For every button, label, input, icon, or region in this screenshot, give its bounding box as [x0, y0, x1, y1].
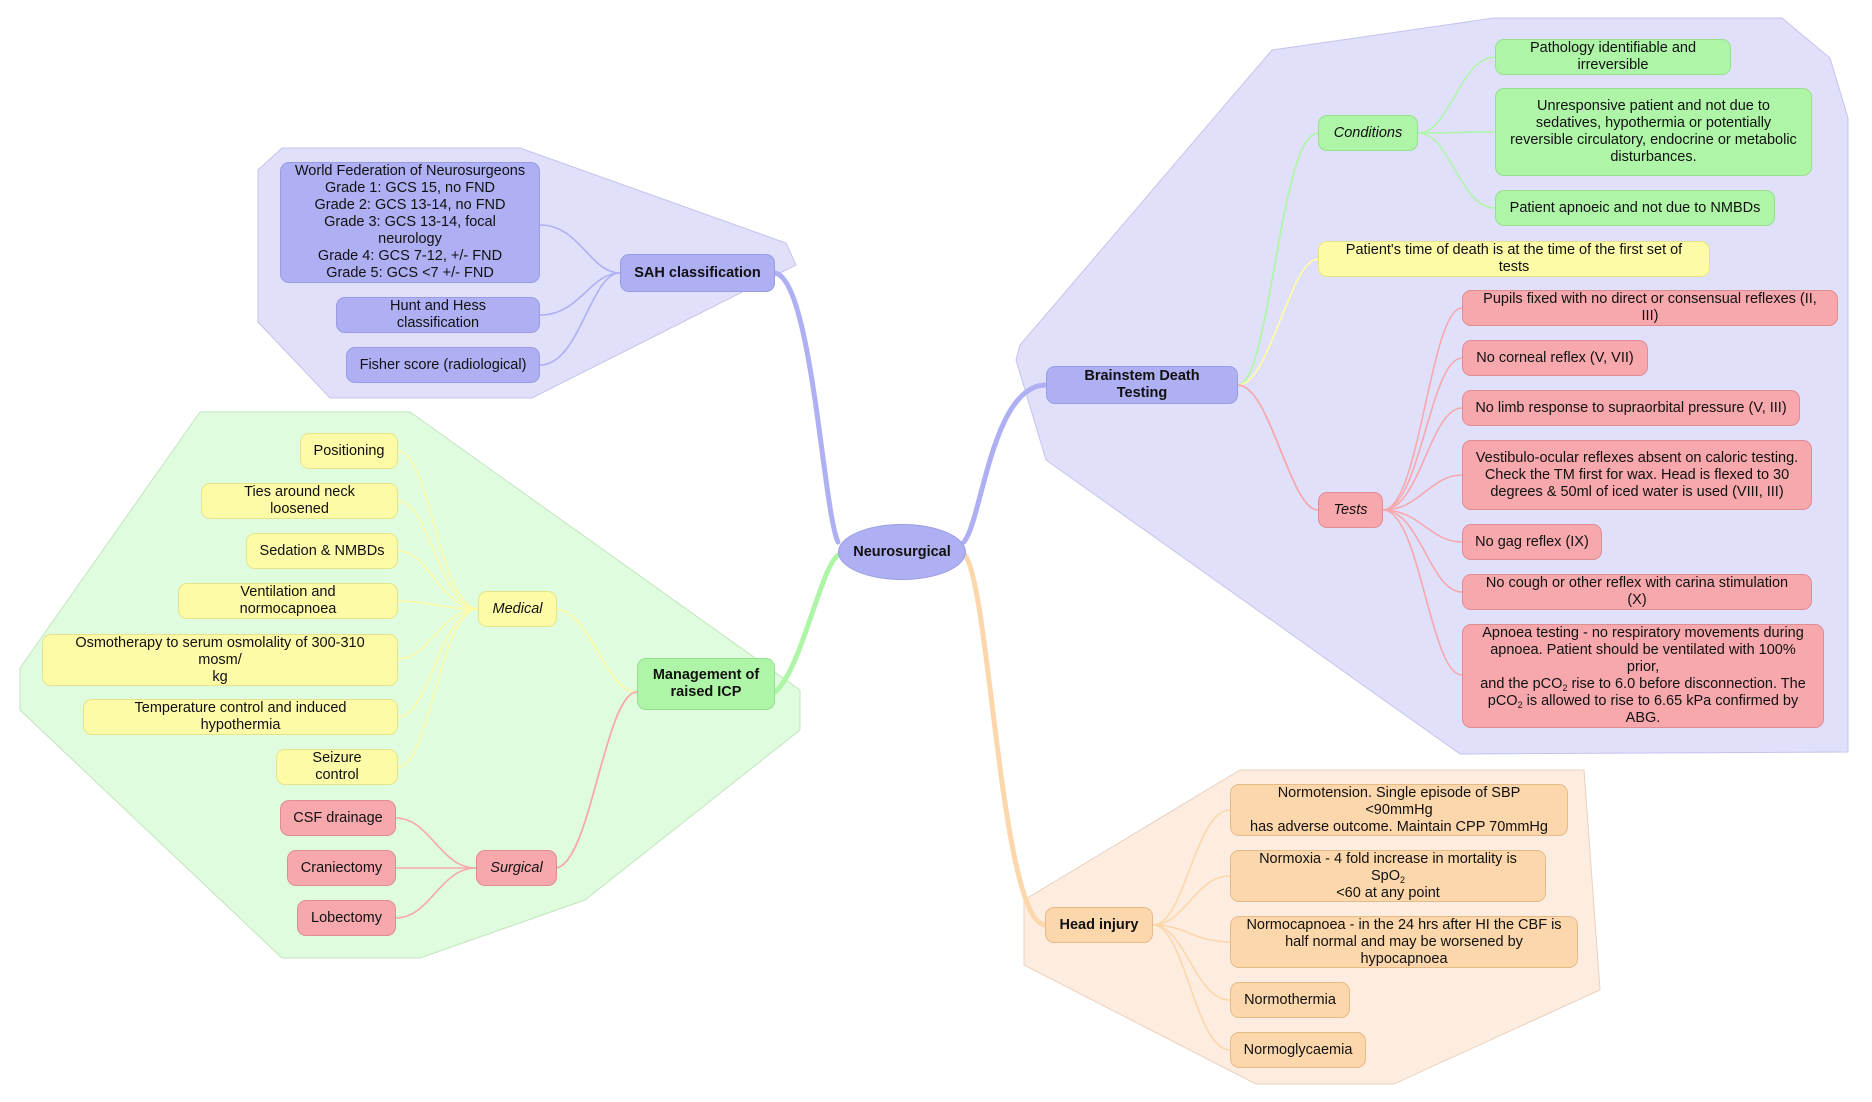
medical-item[interactable]: Ventilation and normocapnoea — [178, 583, 398, 619]
condition-item[interactable]: Unresponsive patient and not due to seda… — [1495, 88, 1812, 176]
condition-item[interactable]: Patient apnoeic and not due to NMBDs — [1495, 190, 1775, 226]
test-item[interactable]: No corneal reflex (V, VII) — [1462, 340, 1648, 376]
normoglycaemia-node[interactable]: Normoglycaemia — [1230, 1032, 1366, 1068]
medical-item[interactable]: Osmotherapy to serum osmolality of 300-3… — [42, 634, 398, 686]
surgical-item[interactable]: CSF drainage — [280, 800, 396, 836]
sah-label: SAH classification — [634, 264, 761, 281]
medical-item[interactable]: Temperature control and induced hypother… — [83, 699, 398, 735]
icp-node[interactable]: Management of raised ICP — [637, 658, 775, 710]
fisher-text: Fisher score (radiological) — [359, 356, 527, 373]
surgical-item[interactable]: Craniectomy — [287, 850, 396, 886]
medical-item[interactable]: Positioning — [300, 433, 398, 469]
normocapnoea-node[interactable]: Normocapnoea - in the 24 hrs after HI th… — [1230, 916, 1578, 968]
test-item[interactable]: No cough or other reflex with carina sti… — [1462, 574, 1812, 610]
medical-item[interactable]: Seizure control — [276, 749, 398, 785]
conditions-label: Conditions — [1333, 124, 1403, 141]
bsdt-label: Brainstem Death Testing — [1084, 368, 1200, 401]
hunt-hess-node[interactable]: Hunt and Hess classification — [336, 297, 540, 333]
sah-classification-node[interactable]: SAH classification — [620, 254, 775, 292]
head-injury-node[interactable]: Head injury — [1045, 907, 1153, 943]
test-item[interactable]: Pupils fixed with no direct or consensua… — [1462, 290, 1838, 326]
condition-item[interactable]: Pathology identifiable and irreversible — [1495, 39, 1731, 75]
region-icp — [19, 411, 801, 959]
wfns-grading-node[interactable]: World Federation of Neurosurgeons Grade … — [280, 162, 540, 283]
test-item[interactable]: No limb response to supraorbital pressur… — [1462, 390, 1800, 426]
time-of-death-node[interactable]: Patient's time of death is at the time o… — [1318, 241, 1710, 277]
tests-node[interactable]: Tests — [1318, 492, 1383, 528]
medical-item[interactable]: Ties around neck loosened — [201, 483, 398, 519]
tests-label: Tests — [1333, 501, 1368, 518]
wfns-text: World Federation of Neurosurgeons Grade … — [294, 163, 526, 281]
bsdt-node[interactable]: Brainstem Death Testing — [1046, 366, 1238, 404]
normotension-node[interactable]: Normotension. Single episode of SBP <90m… — [1230, 784, 1568, 836]
normoxia-node[interactable]: Normoxia - 4 fold increase in mortality … — [1230, 850, 1546, 902]
hunt-hess-text: Hunt and Hess classification — [390, 298, 486, 331]
surgical-label: Surgical — [490, 859, 543, 876]
medical-item[interactable]: Sedation & NMBDs — [246, 533, 398, 569]
apnoea-test-item[interactable]: Apnoea testing - no respiratory movement… — [1462, 624, 1824, 728]
fisher-score-node[interactable]: Fisher score (radiological) — [346, 347, 540, 383]
surgical-item[interactable]: Lobectomy — [297, 900, 396, 936]
medical-node[interactable]: Medical — [478, 591, 557, 627]
root-node[interactable]: Neurosurgical — [838, 524, 966, 580]
head-injury-label: Head injury — [1059, 916, 1139, 933]
root-label: Neurosurgical — [853, 543, 951, 560]
normothermia-node[interactable]: Normothermia — [1230, 982, 1350, 1018]
conditions-node[interactable]: Conditions — [1318, 115, 1418, 151]
icp-label: Management of raised ICP — [652, 667, 760, 700]
test-item[interactable]: Vestibulo-ocular reflexes absent on calo… — [1462, 440, 1812, 510]
surgical-node[interactable]: Surgical — [476, 850, 557, 886]
test-item[interactable]: No gag reflex (IX) — [1462, 524, 1602, 560]
medical-label: Medical — [492, 600, 543, 617]
